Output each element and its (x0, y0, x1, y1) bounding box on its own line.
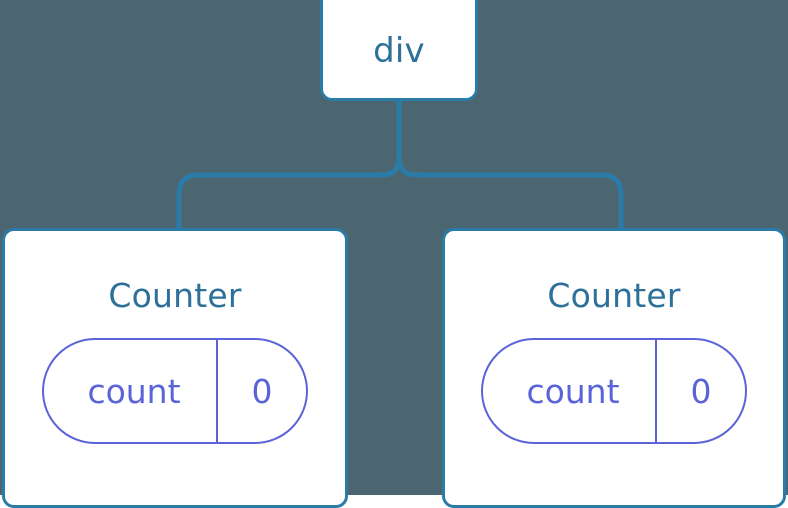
state-pill-divider-right (655, 340, 657, 442)
state-pill-key-left: count (87, 371, 181, 411)
node-root-label: div (373, 30, 425, 71)
state-pill-count-left[interactable]: count 0 (42, 338, 308, 444)
state-pill-value-left: 0 (251, 371, 273, 411)
node-counter-right[interactable]: Counter count 0 (442, 228, 786, 508)
state-pill-divider-left (216, 340, 218, 442)
state-pill-key-right: count (526, 371, 620, 411)
state-pill-count-right[interactable]: count 0 (481, 338, 747, 444)
node-counter-left-label: Counter (108, 276, 242, 315)
node-root-div[interactable]: div (320, 0, 478, 101)
state-pill-value-right: 0 (690, 371, 712, 411)
tree-connector-lines (176, 101, 624, 234)
connector-branch-left (176, 149, 402, 234)
connector-branch-right (396, 149, 624, 234)
node-counter-left[interactable]: Counter count 0 (2, 228, 348, 508)
node-counter-right-label: Counter (547, 276, 681, 315)
